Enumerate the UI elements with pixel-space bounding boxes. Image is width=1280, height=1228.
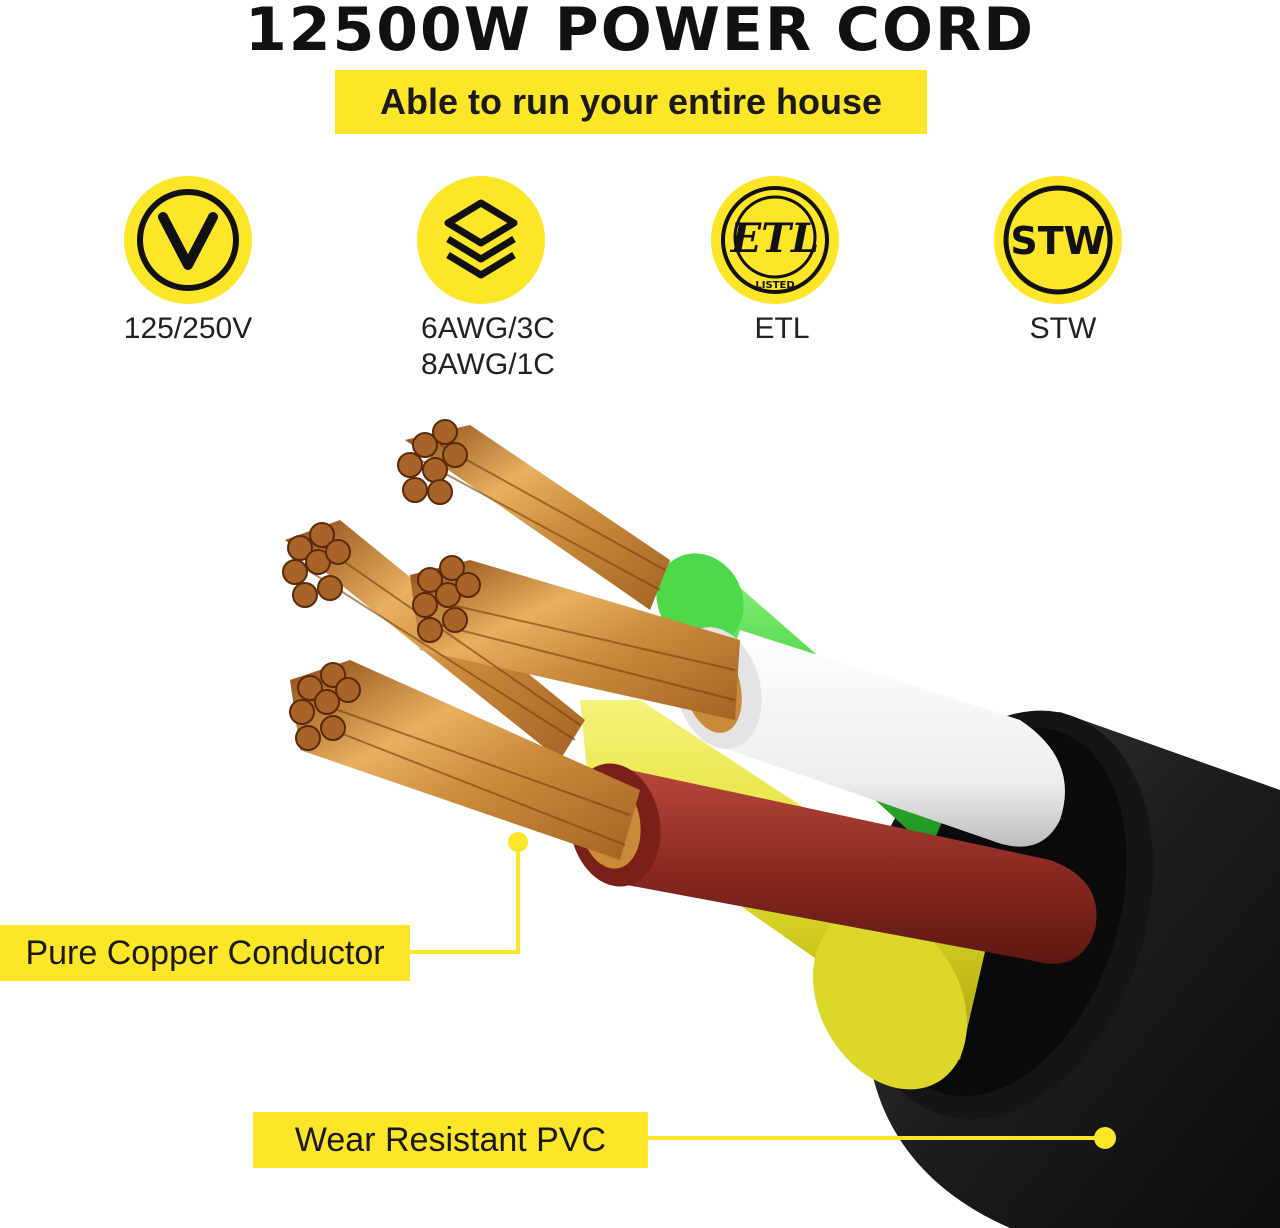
feature-label-etl: ETL	[754, 312, 810, 345]
subtitle-banner: Able to run your entire house	[335, 70, 927, 134]
feature-label-gauge-2: 8AWG/1C	[421, 348, 555, 381]
voltage-icon	[123, 175, 253, 305]
feature-stw: STW STW	[943, 175, 1183, 375]
callout-jacket: Wear Resistant PVC	[253, 1112, 648, 1168]
feature-gauge: 6AWG/3C 8AWG/1C	[368, 175, 608, 385]
stw-icon: STW	[993, 175, 1123, 305]
stw-badge-text: STW	[1010, 219, 1105, 263]
callout-conductor-text: Pure Copper Conductor	[25, 933, 385, 972]
feature-label-stw: STW	[1029, 312, 1097, 345]
feature-label-gauge-1: 6AWG/3C	[421, 312, 555, 345]
etl-badge-subtext: LISTED	[755, 280, 794, 291]
feature-etl: ETL LISTED ETL	[662, 175, 902, 375]
feature-label-voltage: 125/250V	[123, 312, 253, 345]
layers-icon	[416, 175, 546, 305]
page-title: 12500W POWER CORD	[244, 0, 1036, 65]
etl-listed-icon: ETL LISTED	[710, 175, 840, 305]
feature-voltage: 125/250V	[68, 175, 308, 375]
copper-strands	[282, 419, 740, 860]
callout-leader-jacket	[648, 1127, 1116, 1149]
subtitle-text: Able to run your entire house	[379, 81, 883, 122]
callout-jacket-text: Wear Resistant PVC	[294, 1120, 607, 1159]
etl-badge-text: ETL	[730, 215, 819, 262]
callout-leader-conductor	[410, 832, 528, 954]
callout-conductor: Pure Copper Conductor	[0, 925, 410, 981]
